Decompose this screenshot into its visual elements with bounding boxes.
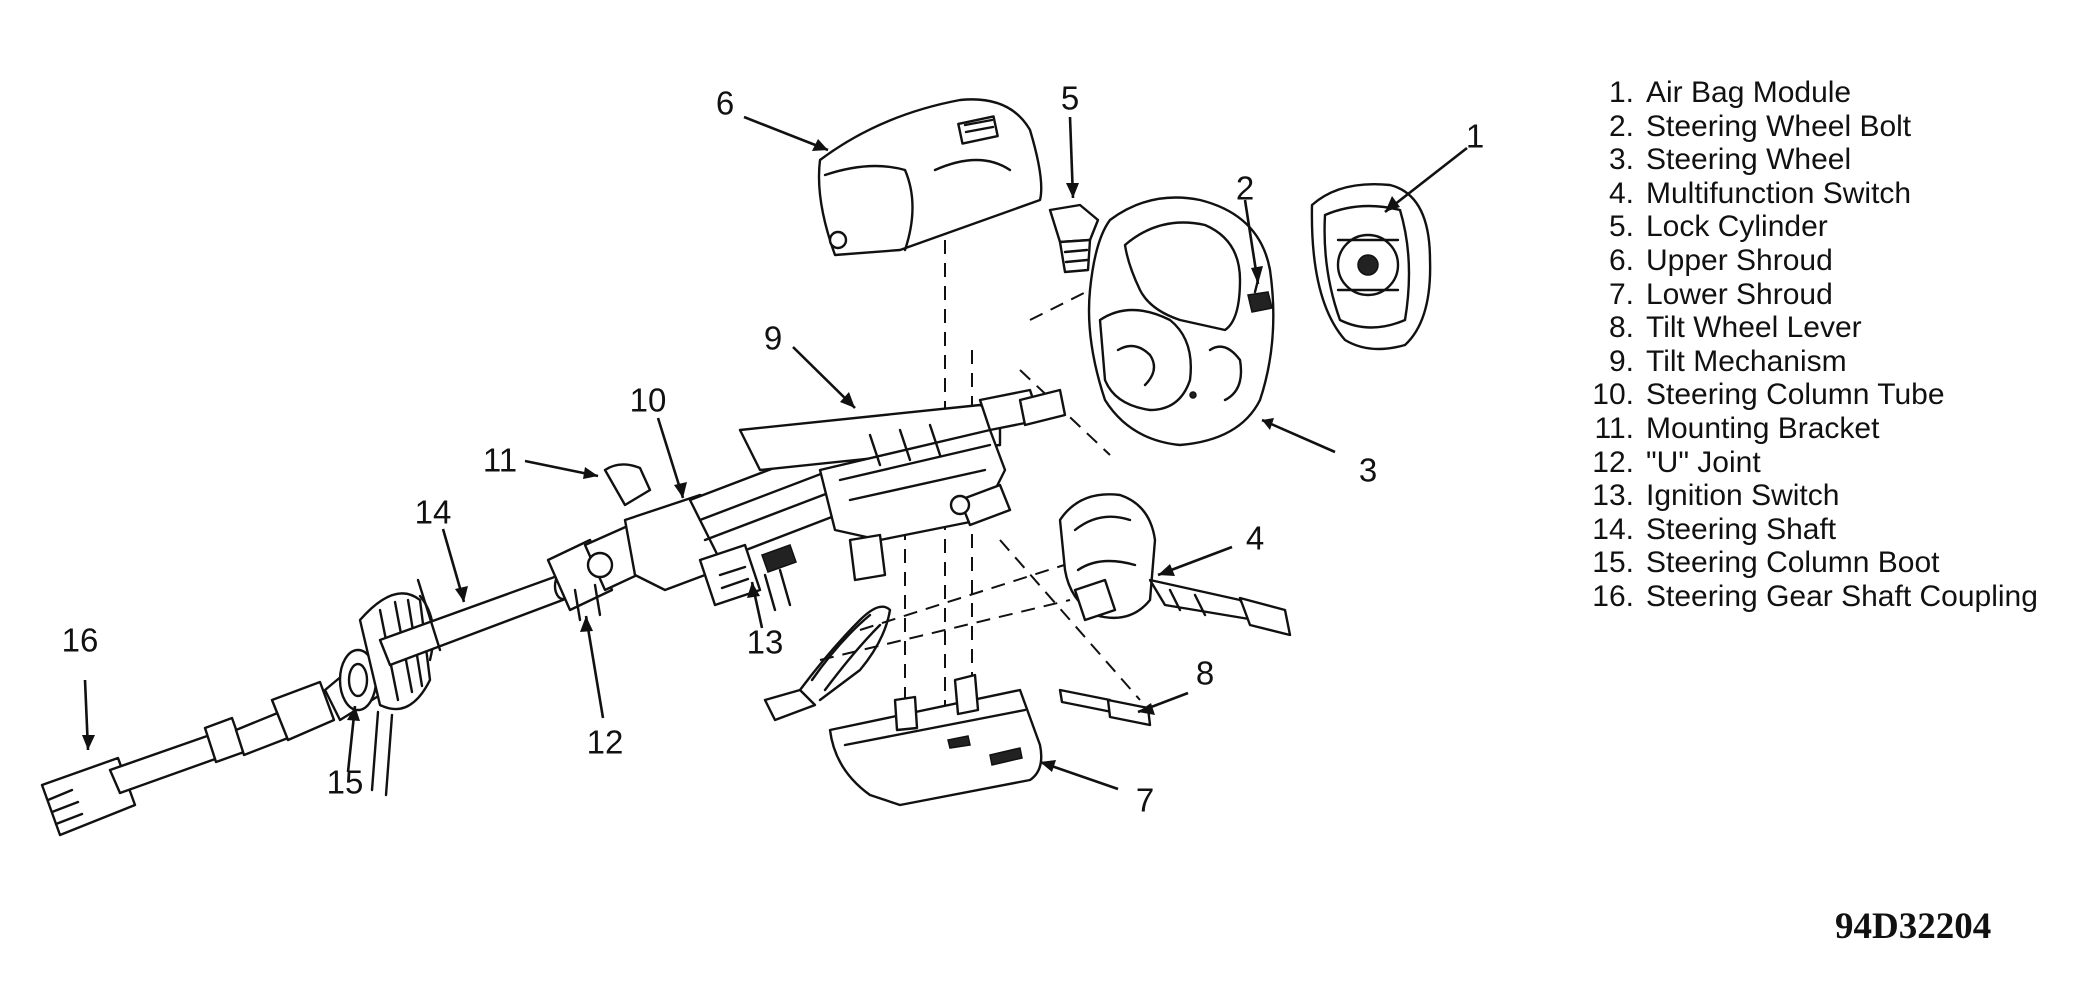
legend-label: "U" Joint <box>1646 445 1761 479</box>
legend-item: 5. Lock Cylinder <box>1580 210 2038 244</box>
legend-number: 8. <box>1608 311 1634 345</box>
arrowhead-8 <box>1138 703 1155 715</box>
legend-label: Steering Column Tube <box>1646 378 1945 412</box>
legend-item: 15. Steering Column Boot <box>1580 546 2038 580</box>
legend-number: 10. <box>1592 378 1634 412</box>
callout-2: 2 <box>1235 169 1255 207</box>
legend-number: 16. <box>1592 579 1634 613</box>
lower-shroud <box>828 673 1043 807</box>
legend-item: 9. Tilt Mechanism <box>1580 345 2038 379</box>
callout-5: 5 <box>1060 79 1080 117</box>
legend-number: 4. <box>1608 176 1634 210</box>
legend-item: 12. "U" Joint <box>1580 446 2038 480</box>
legend-number: 1. <box>1608 76 1634 109</box>
legend-number: 15. <box>1592 546 1634 580</box>
arrowhead-15 <box>347 706 360 721</box>
callout-6: 6 <box>715 84 735 122</box>
callout-4: 4 <box>1245 519 1265 557</box>
callout-1: 1 <box>1465 117 1485 155</box>
arrowhead-6 <box>812 139 828 151</box>
legend-label: Steering Wheel <box>1646 143 1852 177</box>
legend-label: Lower Shroud <box>1646 277 1833 311</box>
multifunction-switch <box>1058 493 1292 637</box>
legend-item: 7. Lower Shroud <box>1580 278 2038 312</box>
callout-12: 12 <box>586 723 624 761</box>
arrowhead-14 <box>455 586 468 602</box>
legend-number: 14. <box>1592 512 1634 546</box>
callout-11: 11 <box>482 441 518 479</box>
legend-number: 11. <box>1594 411 1634 445</box>
legend-item: 3. Steering Wheel <box>1580 143 2038 177</box>
callout-13: 13 <box>746 623 784 661</box>
legend-item: 2. Steering Wheel Bolt <box>1580 110 2038 144</box>
legend-label: Steering Gear Shaft Coupling <box>1646 579 2038 613</box>
callout-arrowheads <box>82 139 1400 772</box>
legend-item: 4. Multifunction Switch <box>1580 177 2038 211</box>
legend-number: 5. <box>1608 210 1634 244</box>
legend-label: Multifunction Switch <box>1646 176 1912 210</box>
legend-label: Upper Shroud <box>1646 243 1833 277</box>
arrowhead-1 <box>1385 196 1400 212</box>
tilt-wheel-lever <box>1058 688 1152 727</box>
legend-number: 6. <box>1608 243 1634 277</box>
arrowhead-7 <box>1040 760 1056 772</box>
arrowhead-3 <box>1262 418 1274 430</box>
legend-number: 7. <box>1608 277 1634 311</box>
legend-item: 10. Steering Column Tube <box>1580 378 2038 412</box>
arrowhead-2 <box>1251 266 1263 284</box>
legend-item: 1. Air Bag Module <box>1580 76 2038 110</box>
arrowhead-16 <box>82 735 95 750</box>
legend-number: 13. <box>1592 479 1634 513</box>
legend-label: Mounting Bracket <box>1646 411 1880 445</box>
arrowhead-5 <box>1066 183 1079 198</box>
legend-label: Tilt Wheel Lever <box>1646 311 1862 345</box>
lock-cylinder <box>1048 203 1100 274</box>
legend-label: Ignition Switch <box>1646 479 1840 513</box>
legend-number: 3. <box>1608 143 1634 177</box>
figure-code: 94D32204 <box>1835 906 1992 947</box>
parts-legend: 1. Air Bag Module 2. Steering Wheel Bolt 3… <box>1580 76 2038 614</box>
legend-number: 9. <box>1608 344 1634 378</box>
legend-item: 11. Mounting Bracket <box>1580 412 2038 446</box>
steering-gear-shaft-coupling <box>40 648 382 837</box>
legend-number: 2. <box>1608 109 1634 143</box>
legend-item: 16. Steering Gear Shaft Coupling <box>1580 580 2038 614</box>
legend-item: 13. Ignition Switch <box>1580 479 2038 513</box>
arrowhead-10 <box>674 482 687 498</box>
callout-15: 15 <box>326 763 364 801</box>
legend-item: 6. Upper Shroud <box>1580 244 2038 278</box>
legend-item: 14. Steering Shaft <box>1580 513 2038 547</box>
legend-label: Steering Shaft <box>1646 512 1837 546</box>
callout-14: 14 <box>414 493 452 531</box>
callout-8: 8 <box>1195 654 1215 692</box>
wiring-harness <box>763 605 892 722</box>
air-bag-module <box>1310 183 1432 351</box>
arrowhead-13 <box>747 582 760 598</box>
callout-16: 16 <box>61 621 99 659</box>
arrowhead-9 <box>840 392 855 408</box>
callout-7: 7 <box>1135 781 1155 819</box>
arrowhead-11 <box>583 467 598 479</box>
callout-9: 9 <box>763 319 783 357</box>
arrowhead-4 <box>1158 564 1175 576</box>
legend-label: Tilt Mechanism <box>1646 344 1847 378</box>
callout-10: 10 <box>629 381 667 419</box>
legend-label: Steering Column Boot <box>1646 546 1940 580</box>
steering-wheel <box>1087 196 1275 447</box>
legend-number: 12. <box>1592 445 1634 479</box>
legend-label: Lock Cylinder <box>1646 210 1828 244</box>
legend-label: Steering Wheel Bolt <box>1646 109 1912 143</box>
callout-3: 3 <box>1358 451 1378 489</box>
tilt-mechanism <box>738 388 1067 582</box>
legend-item: 8. Tilt Wheel Lever <box>1580 311 2038 345</box>
legend-label: Air Bag Module <box>1646 76 1852 109</box>
arrowhead-12 <box>580 616 593 632</box>
upper-shroud <box>817 98 1043 257</box>
